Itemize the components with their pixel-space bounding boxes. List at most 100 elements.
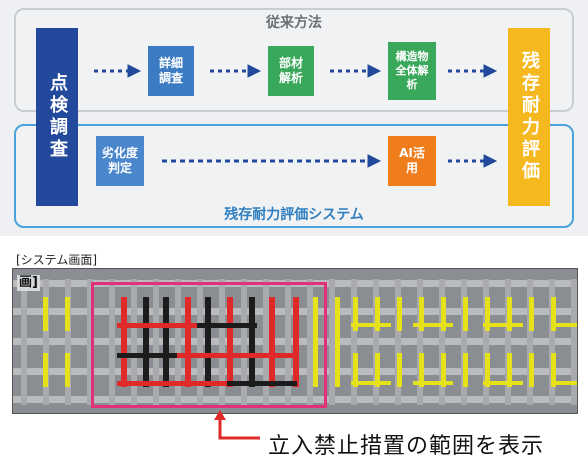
post-beam: [197, 279, 203, 405]
inspection-label: 点検調査: [47, 73, 68, 161]
member-yellow: [551, 353, 556, 387]
post-beam: [417, 279, 423, 405]
system-screen-caption: [システム画面]: [16, 253, 98, 267]
system-method-box: 残存耐力評価システム: [14, 124, 574, 228]
post-beam: [571, 279, 577, 405]
member-yellow: [483, 323, 523, 327]
structure-view: 画]: [12, 268, 578, 414]
post-beam: [439, 279, 445, 405]
member-yellow: [441, 353, 446, 387]
deterioration-judgment-label: 劣化度判定: [102, 146, 139, 175]
post-beam: [219, 279, 225, 405]
member-yellow: [313, 297, 318, 387]
member-yellow: [353, 353, 358, 387]
member-yellow: [397, 297, 402, 331]
structure-frame: [13, 269, 577, 413]
member-yellow: [413, 381, 453, 385]
member-yellow: [351, 323, 391, 327]
right-arrow-icon: [448, 64, 498, 78]
member-analysis-label: 部材解析: [278, 56, 303, 85]
post-beam: [241, 279, 247, 405]
right-arrow-icon: [210, 64, 262, 78]
member-yellow: [353, 297, 358, 331]
member-red: [117, 323, 197, 328]
detailed-survey-box: 詳細調査: [148, 46, 194, 96]
member-yellow: [551, 297, 556, 331]
deterioration-judgment-box: 劣化度判定: [96, 136, 144, 186]
post-beam: [307, 279, 313, 405]
member-yellow: [419, 353, 424, 387]
post-beam: [131, 279, 137, 405]
post-beam: [109, 279, 115, 405]
member-black: [143, 297, 149, 387]
member-analysis-box: 部材解析: [268, 46, 314, 96]
post-beam: [175, 279, 181, 405]
member-yellow: [43, 353, 48, 387]
member-yellow: [335, 297, 340, 387]
member-yellow: [485, 297, 490, 331]
member-yellow: [397, 353, 402, 387]
member-black: [197, 323, 257, 328]
post-beam: [21, 279, 27, 405]
member-yellow: [463, 353, 468, 387]
right-arrow-icon: [162, 154, 382, 168]
right-arrow-icon: [94, 64, 142, 78]
member-red: [121, 297, 127, 387]
flow-arrows: [94, 64, 498, 168]
remaining-strength-box: 残存耐力評価: [508, 28, 550, 206]
post-beam: [329, 279, 335, 405]
detailed-survey-label: 詳細調査: [158, 56, 183, 85]
post-beam: [87, 279, 93, 405]
member-red: [293, 297, 299, 387]
member-yellow: [553, 323, 577, 327]
up-arrow-icon: [214, 410, 260, 440]
ai-utilization-label: AI活用: [399, 146, 425, 175]
member-red: [227, 297, 233, 387]
member-yellow: [483, 381, 523, 385]
whole-structure-analysis-label: 構造物全体解析: [395, 50, 429, 91]
post-beam: [461, 279, 467, 405]
member-yellow: [65, 297, 70, 331]
member-yellow: [529, 297, 534, 331]
system-method-title: 残存耐力評価システム: [224, 207, 364, 223]
post-beam: [153, 279, 159, 405]
member-black: [117, 353, 177, 358]
member-black: [163, 297, 169, 387]
post-beam: [263, 279, 269, 405]
remaining-strength-label: 残存耐力評価: [519, 51, 540, 183]
post-beam: [351, 279, 357, 405]
member-black: [205, 297, 211, 387]
member-yellow: [507, 297, 512, 331]
post-beam: [505, 279, 511, 405]
member-red: [177, 353, 297, 358]
post-beam: [65, 279, 71, 405]
post-beam: [373, 279, 379, 405]
screen-corner-label: 画]: [17, 275, 40, 291]
inspection-box: 点検調査: [36, 28, 78, 206]
member-black: [227, 381, 297, 386]
member-yellow: [507, 353, 512, 387]
right-arrow-icon: [448, 154, 498, 168]
conventional-method-title: 従来方法: [266, 15, 322, 31]
member-yellow: [419, 297, 424, 331]
member-yellow: [485, 353, 490, 387]
whole-structure-analysis-box: 構造物全体解析: [388, 42, 436, 100]
post-beam: [549, 279, 555, 405]
member-red: [117, 381, 227, 386]
member-red: [185, 297, 191, 387]
member-yellow: [413, 323, 453, 327]
chord-beam: [13, 396, 577, 403]
post-beam: [527, 279, 533, 405]
post-beam: [395, 279, 401, 405]
member-yellow: [375, 297, 380, 331]
restricted-area-highlight: [91, 282, 327, 408]
member-red: [269, 297, 275, 387]
right-arrow-icon: [330, 64, 382, 78]
member-yellow: [529, 353, 534, 387]
member-yellow: [375, 353, 380, 387]
restricted-area-caption: 立入禁止措置の範囲を表示: [268, 434, 545, 459]
member-black: [249, 297, 255, 387]
member-yellow: [65, 353, 70, 387]
post-beam: [43, 279, 49, 405]
post-beam: [285, 279, 291, 405]
